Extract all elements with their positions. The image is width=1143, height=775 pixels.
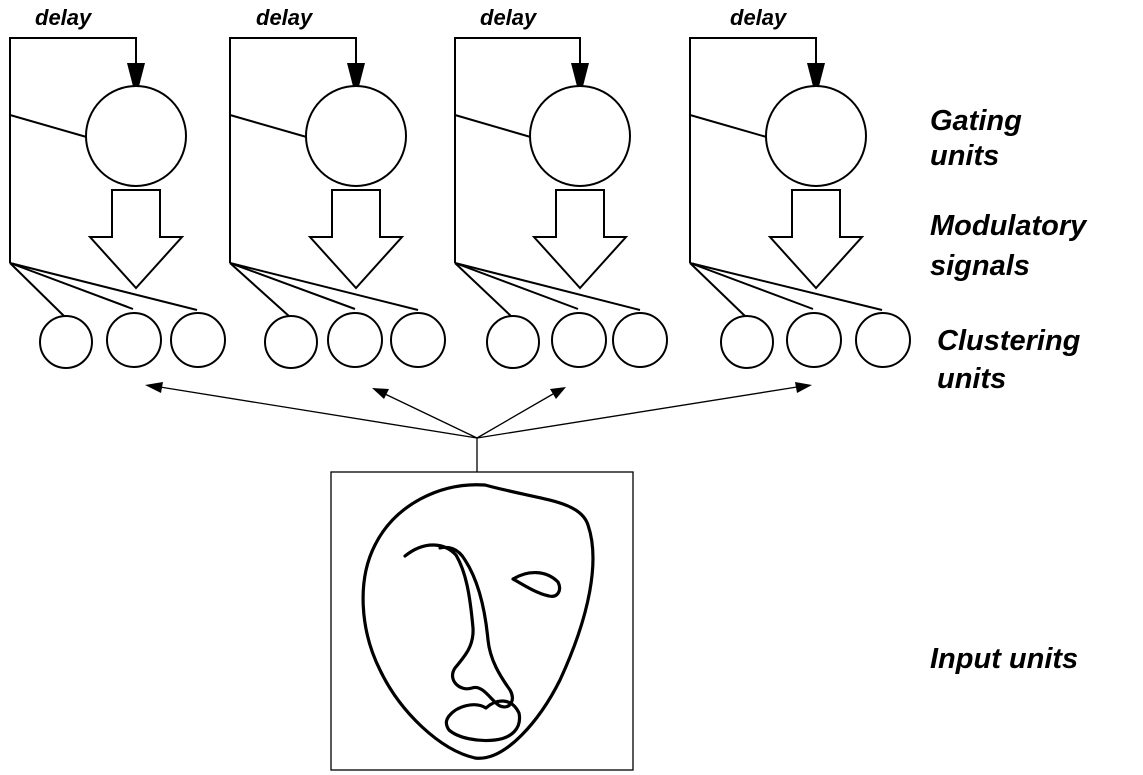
module-4: delay <box>689 5 911 369</box>
delay-arrowhead-1 <box>127 63 145 98</box>
clustering-unit-3-2 <box>551 312 607 368</box>
gating-unit-1 <box>85 85 187 187</box>
module-3: delay <box>454 5 668 369</box>
projection-arrowhead-4 <box>795 382 812 393</box>
fan-lines-2 <box>229 262 419 318</box>
clustering-unit-3-3 <box>612 312 668 368</box>
label-modulatory-line1: Modulatory <box>930 210 1088 242</box>
projection-line-1 <box>159 386 478 439</box>
input-projections <box>145 382 812 472</box>
label-clustering-line1: Clustering <box>937 325 1081 357</box>
module-1: delay <box>9 5 226 369</box>
label-gating-line1: Gating <box>930 105 1022 137</box>
label-modulatory-line2: signals <box>930 250 1030 282</box>
gating-input-line-1 <box>9 114 91 139</box>
label-gating-line2: units <box>930 140 999 172</box>
clustering-unit-1-3 <box>170 312 226 368</box>
delay-label-2: delay <box>256 5 314 30</box>
clustering-unit-3-1 <box>486 315 540 369</box>
label-input-units: Input units <box>930 643 1078 675</box>
clustering-unit-2-2 <box>327 312 383 368</box>
delay-loop-4 <box>689 37 817 263</box>
projection-line-3 <box>476 393 554 439</box>
fan-lines-1 <box>9 262 198 318</box>
clustering-unit-1-1 <box>39 315 93 369</box>
modulatory-arrow-2 <box>307 189 405 290</box>
delay-loop-3 <box>454 37 581 263</box>
fan-lines-3 <box>454 262 641 318</box>
clustering-unit-4-2 <box>786 312 842 368</box>
projection-arrowhead-2 <box>372 388 389 399</box>
clustering-unit-1-2 <box>106 312 162 368</box>
clustering-unit-2-1 <box>264 315 318 369</box>
modulatory-arrow-1 <box>87 189 185 290</box>
face-mouth <box>444 699 522 743</box>
delay-label-4: delay <box>730 5 788 30</box>
projection-line-2 <box>384 393 478 439</box>
gating-input-line-3 <box>454 114 535 139</box>
layer-labels: Gating units Modulatory signals Clusteri… <box>930 105 1088 675</box>
gating-input-line-2 <box>229 114 311 139</box>
module-2: delay <box>229 5 446 369</box>
clustering-unit-4-3 <box>855 312 911 368</box>
projection-arrowhead-3 <box>550 387 566 399</box>
delay-label-1: delay <box>35 5 93 30</box>
clustering-unit-4-1 <box>720 315 774 369</box>
projection-line-4 <box>476 386 798 439</box>
face-brow-nose <box>403 543 514 709</box>
delay-label-3: delay <box>480 5 538 30</box>
fan-lines-4 <box>689 262 883 318</box>
delay-arrowhead-2 <box>347 63 365 98</box>
delay-loop-2 <box>229 37 357 263</box>
gating-unit-2 <box>305 85 407 187</box>
face-eye <box>511 571 562 598</box>
modulatory-arrow-3 <box>531 189 629 290</box>
clustering-unit-2-3 <box>390 312 446 368</box>
projection-arrowhead-1 <box>145 382 163 393</box>
gating-input-line-4 <box>689 114 771 139</box>
input-frame <box>330 471 634 771</box>
gating-unit-4 <box>765 85 867 187</box>
input-units-box <box>330 471 634 771</box>
delay-arrowhead-3 <box>571 63 589 98</box>
gating-unit-3 <box>529 85 631 187</box>
face-outline <box>361 483 595 760</box>
label-clustering-line2: units <box>937 363 1006 395</box>
delay-arrowhead-4 <box>807 63 825 98</box>
delay-loop-1 <box>9 37 137 263</box>
modulatory-arrow-4 <box>767 189 865 290</box>
